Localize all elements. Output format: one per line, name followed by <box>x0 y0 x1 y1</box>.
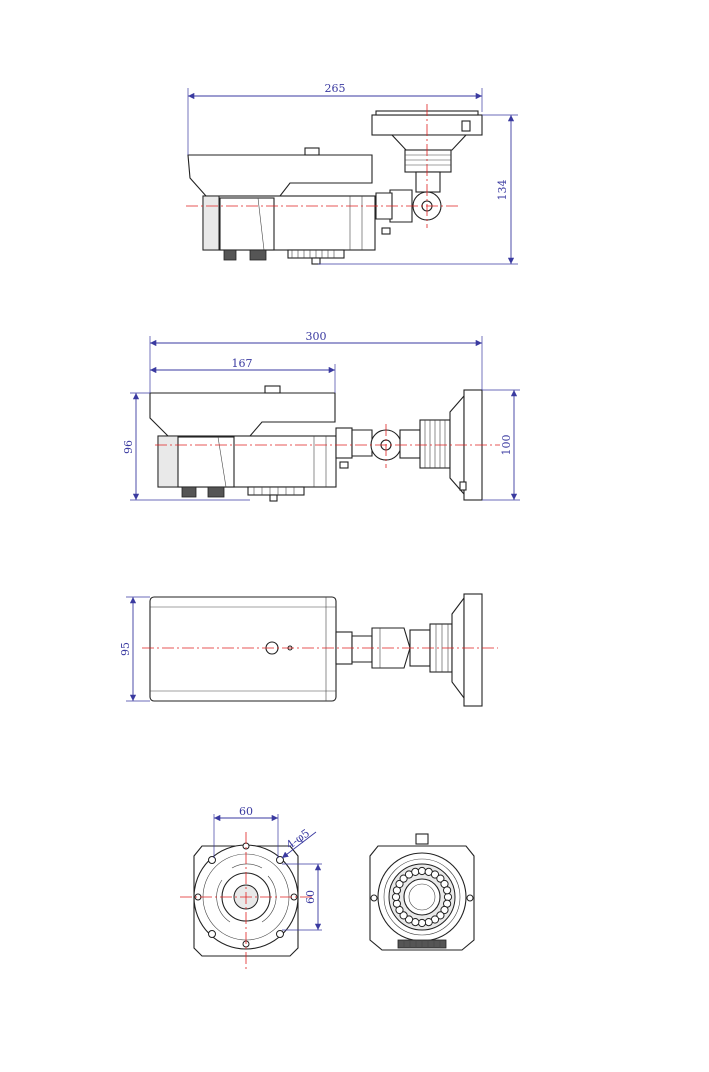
dim-height-96: 96 <box>122 440 135 454</box>
ir-led <box>443 886 452 895</box>
ir-led <box>436 874 445 883</box>
side-view-ceiling-mount: 265 134 <box>186 82 518 265</box>
ir-led <box>436 911 445 920</box>
dim-height-100: 100 <box>500 435 513 456</box>
ir-led-ring <box>391 866 453 928</box>
side-view-wall-mount: 300 167 96 100 <box>122 330 520 502</box>
ir-led <box>391 892 401 902</box>
front-view <box>369 833 475 951</box>
dim-width-265: 265 <box>325 82 346 95</box>
ir-led <box>417 918 427 928</box>
ir-led <box>417 866 427 876</box>
dim-height-134: 134 <box>496 180 509 201</box>
dim-hole-spacing-h: 60 <box>239 805 253 818</box>
dim-height-95: 95 <box>119 642 132 656</box>
dim-hole-spacing-v: 60 <box>304 890 317 904</box>
ir-led <box>399 911 408 920</box>
ir-led <box>424 918 433 927</box>
ir-led <box>399 874 408 883</box>
ir-led <box>395 879 404 889</box>
ir-led <box>430 870 440 879</box>
ir-led <box>392 899 401 908</box>
ir-led <box>404 915 414 924</box>
ir-led <box>411 867 420 877</box>
dim-width-300: 300 <box>306 330 327 343</box>
mounting-base-view: 60 60 4-φ5 <box>180 805 322 970</box>
dim-hole-spec: 4-φ5 <box>284 827 312 852</box>
ir-led <box>443 892 453 902</box>
ir-led <box>440 905 449 915</box>
top-view: 95 <box>119 593 498 707</box>
dim-hood-167: 167 <box>232 357 253 370</box>
